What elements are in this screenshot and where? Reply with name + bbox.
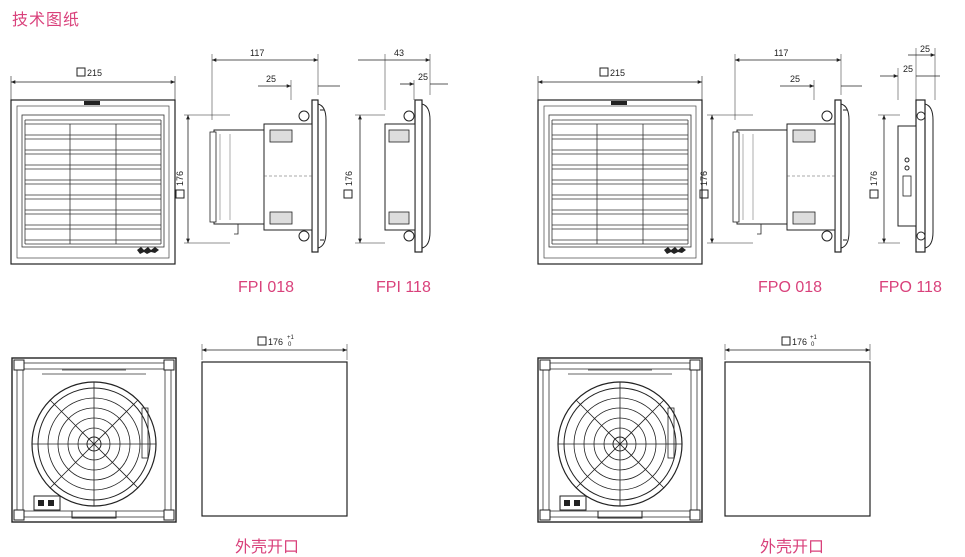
cutout-box-right — [724, 361, 871, 517]
dim-25-label: 25 — [418, 72, 428, 82]
cutout-box-left — [201, 361, 348, 517]
side-view-fpo018 — [732, 99, 850, 253]
dim-176-label: 176 — [699, 171, 709, 186]
dim-176-fpi018: 176 — [175, 114, 230, 244]
caption-cutout-right: 外壳开口 — [760, 539, 825, 556]
rear-view-right — [537, 357, 703, 523]
side-view-fpi018 — [209, 99, 327, 253]
page-title: 技术图纸 — [12, 10, 81, 29]
dim-117-fpo018: 117 25 — [734, 48, 862, 120]
cutout-dim-label: 176 — [792, 337, 807, 347]
side-view-fpi118 — [384, 99, 431, 253]
dim-176-label: 176 — [175, 171, 185, 186]
dim-43-fpi118: 43 25 — [358, 48, 448, 110]
cutout-tol-minus: 0 — [288, 342, 292, 348]
dim-215-label: 215 — [87, 68, 102, 78]
cutout-right: 176 +1 0 — [724, 335, 871, 517]
dim-176-fpo118: 176 — [869, 114, 900, 244]
caption-cutout-left: 外壳开口 — [235, 539, 300, 556]
dim-176-fpi118: 176 — [343, 114, 385, 244]
dim-25-label: 25 — [790, 74, 800, 84]
caption-fpi018: FPI 018 — [238, 279, 295, 296]
dim-25-label: 25 — [266, 74, 276, 84]
dim-43-label: 43 — [394, 48, 404, 58]
caption-fpi118: FPI 118 — [376, 279, 431, 296]
dim-215-right: 215 — [537, 67, 703, 100]
cutout-tol-minus: 0 — [811, 342, 815, 348]
dim-117-label: 117 — [250, 48, 264, 58]
dim-25-label: 25 — [920, 44, 930, 54]
dim-215-left: 215 — [10, 67, 176, 100]
dim-176-label: 176 — [869, 171, 879, 186]
caption-fpo018: FPO 018 — [758, 279, 823, 296]
cutout-dim-label: 176 — [268, 337, 283, 347]
dim-117-fpi018: 117 25 — [211, 48, 340, 120]
front-view-fpi018 — [10, 99, 176, 265]
cutout-tol-plus: +1 — [287, 335, 295, 341]
caption-fpo118: FPO 118 — [879, 279, 942, 296]
side-view-fpo118 — [897, 99, 934, 253]
dim-176-fpo018: 176 — [699, 114, 753, 244]
dim-25-fpo118: 25 25 — [880, 44, 940, 100]
dim-176-label: 176 — [344, 171, 354, 186]
cutout-tol-plus: +1 — [810, 335, 818, 341]
dim-25-label: 25 — [903, 64, 913, 74]
cutout-left: 176 +1 0 — [201, 335, 348, 517]
rear-view-left — [11, 357, 177, 523]
front-view-fpo018 — [537, 99, 703, 265]
dim-215-label: 215 — [610, 68, 625, 78]
dim-117-label: 117 — [774, 48, 788, 58]
